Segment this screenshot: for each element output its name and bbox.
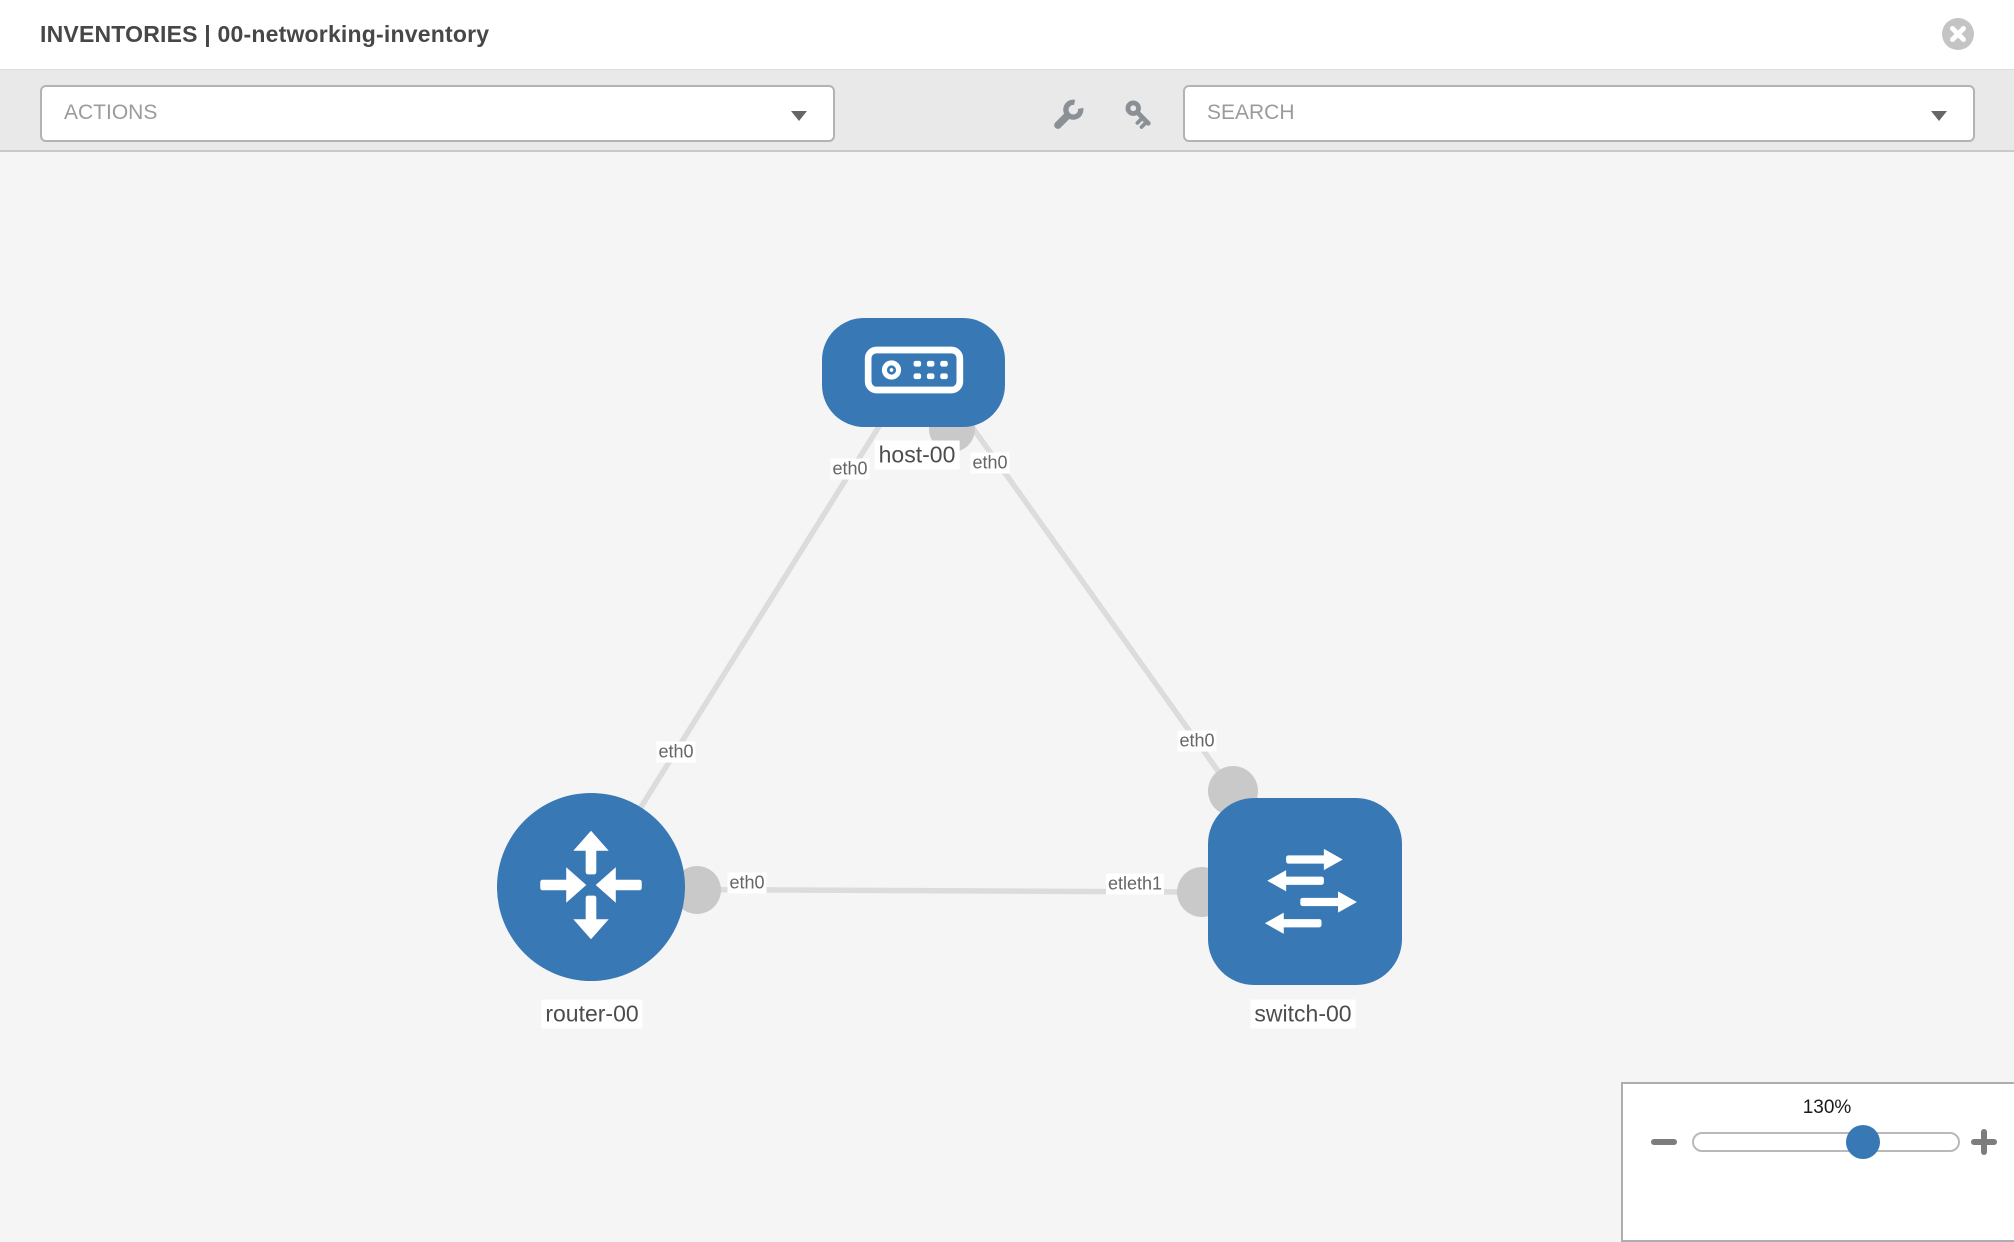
- zoom-slider[interactable]: [1692, 1132, 1960, 1152]
- node-switch-00[interactable]: [1208, 798, 1402, 985]
- topology-canvas[interactable]: host-00 router-00 switch-00 eth0 eth0 et…: [0, 152, 2014, 1200]
- actions-dropdown[interactable]: ACTIONS: [40, 85, 835, 142]
- node-label-router: router-00: [541, 999, 643, 1029]
- host-icon: [864, 345, 964, 400]
- router-icon: [532, 826, 650, 949]
- link-host-switch[interactable]: [937, 380, 1236, 794]
- search-dropdown-label: SEARCH: [1207, 101, 1295, 124]
- switch-icon: [1244, 830, 1366, 953]
- page-title: INVENTORIES | 00-networking-inventory: [40, 21, 490, 47]
- node-router-00[interactable]: [497, 793, 685, 981]
- node-label-host: host-00: [874, 440, 960, 470]
- node-label-switch: switch-00: [1250, 999, 1356, 1029]
- actions-dropdown-label: ACTIONS: [64, 101, 158, 124]
- chevron-down-icon: [1931, 111, 1947, 121]
- interface-label: eth0: [970, 452, 1010, 474]
- chevron-down-icon: [791, 111, 807, 121]
- zoom-level: 130%: [1802, 1097, 1852, 1118]
- wrench-icon[interactable]: [1051, 98, 1085, 132]
- interface-label: eth0: [1177, 730, 1217, 752]
- interface-label: eth0: [656, 741, 696, 763]
- node-host-00[interactable]: [822, 318, 1005, 427]
- link-host-router[interactable]: [588, 370, 916, 889]
- interface-label: eth0: [727, 872, 767, 894]
- links-layer: [588, 370, 1258, 917]
- interface-connector-router[interactable]: [673, 866, 721, 914]
- header: INVENTORIES | 00-networking-inventory: [0, 0, 2014, 70]
- minus-icon[interactable]: [1651, 1139, 1677, 1145]
- interface-label: etleth1: [1105, 873, 1165, 895]
- toolbar: ACTIONS SEARCH: [0, 70, 2014, 152]
- interface-label: eth0: [830, 458, 870, 480]
- zoom-panel: 130%: [1621, 1082, 2014, 1242]
- plus-icon[interactable]: [1971, 1129, 1997, 1155]
- zoom-slider-thumb[interactable]: [1846, 1125, 1880, 1159]
- key-icon[interactable]: [1123, 98, 1157, 132]
- search-dropdown[interactable]: SEARCH: [1183, 85, 1975, 142]
- close-icon[interactable]: [1942, 18, 1974, 50]
